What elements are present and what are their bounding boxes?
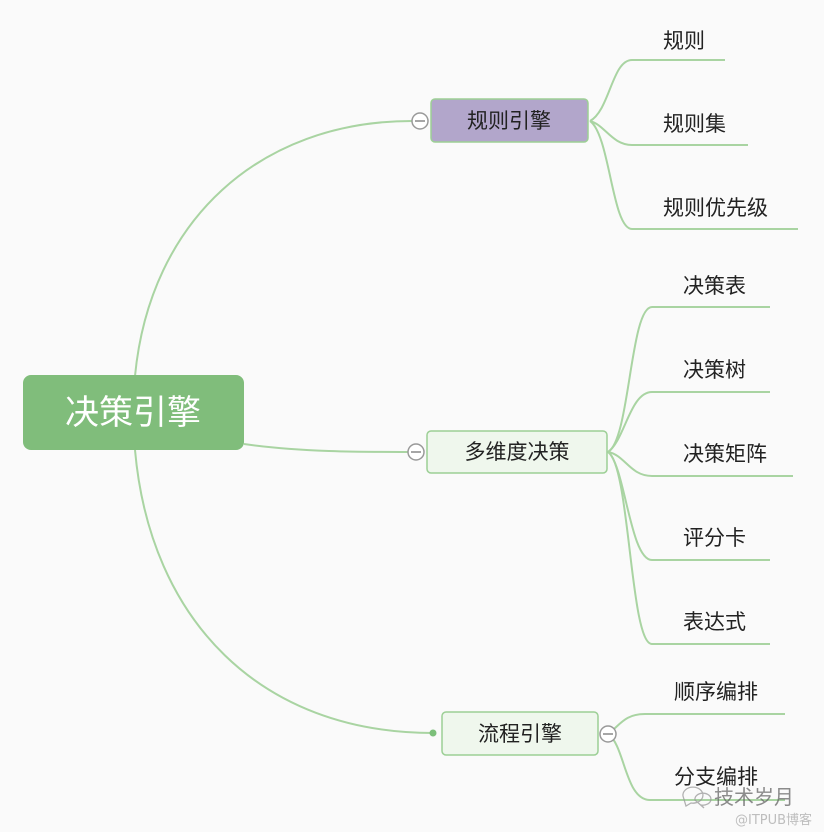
connector-root-branch3: [134, 449, 434, 734]
leaf-node[interactable]: 评分卡: [683, 526, 746, 550]
leaf-node[interactable]: 决策树: [683, 358, 746, 382]
branch-node-multi-dimension[interactable]: 多维度决策: [426, 430, 608, 474]
leaf-node[interactable]: 规则优先级: [663, 196, 768, 220]
leaf-node[interactable]: 决策表: [683, 274, 746, 298]
leaf-node[interactable]: 决策矩阵: [683, 442, 767, 466]
svg-text:多维度决策: 多维度决策: [465, 440, 570, 464]
connector-root-branch2: [243, 443, 409, 453]
branch-node-rule-engine[interactable]: 规则引擎: [430, 98, 589, 143]
svg-text:技术岁月: 技术岁月: [714, 785, 794, 809]
leaf-node[interactable]: 顺序编排: [674, 680, 758, 704]
leaf-node[interactable]: 规则: [663, 29, 705, 53]
watermark: 技术岁月 @ITPUB博客: [682, 785, 812, 828]
collapse-icon[interactable]: [411, 112, 429, 130]
branch-node-flow-engine[interactable]: 流程引擎: [441, 711, 599, 756]
svg-text:决策引擎: 决策引擎: [65, 393, 201, 433]
root-node[interactable]: 决策引擎: [23, 375, 244, 450]
collapse-icon[interactable]: [599, 725, 617, 743]
leaf-node[interactable]: 表达式: [683, 610, 746, 634]
svg-text:@ITPUB博客: @ITPUB博客: [735, 812, 812, 828]
wechat-icon: [682, 786, 704, 807]
leaf-node[interactable]: 分支编排: [674, 765, 758, 789]
svg-text:流程引擎: 流程引擎: [478, 722, 562, 746]
leaf-node[interactable]: 规则集: [663, 112, 726, 136]
svg-text:规则引擎: 规则引擎: [467, 109, 551, 133]
connector-root-branch1: [134, 120, 413, 377]
collapse-icon[interactable]: [407, 443, 425, 461]
